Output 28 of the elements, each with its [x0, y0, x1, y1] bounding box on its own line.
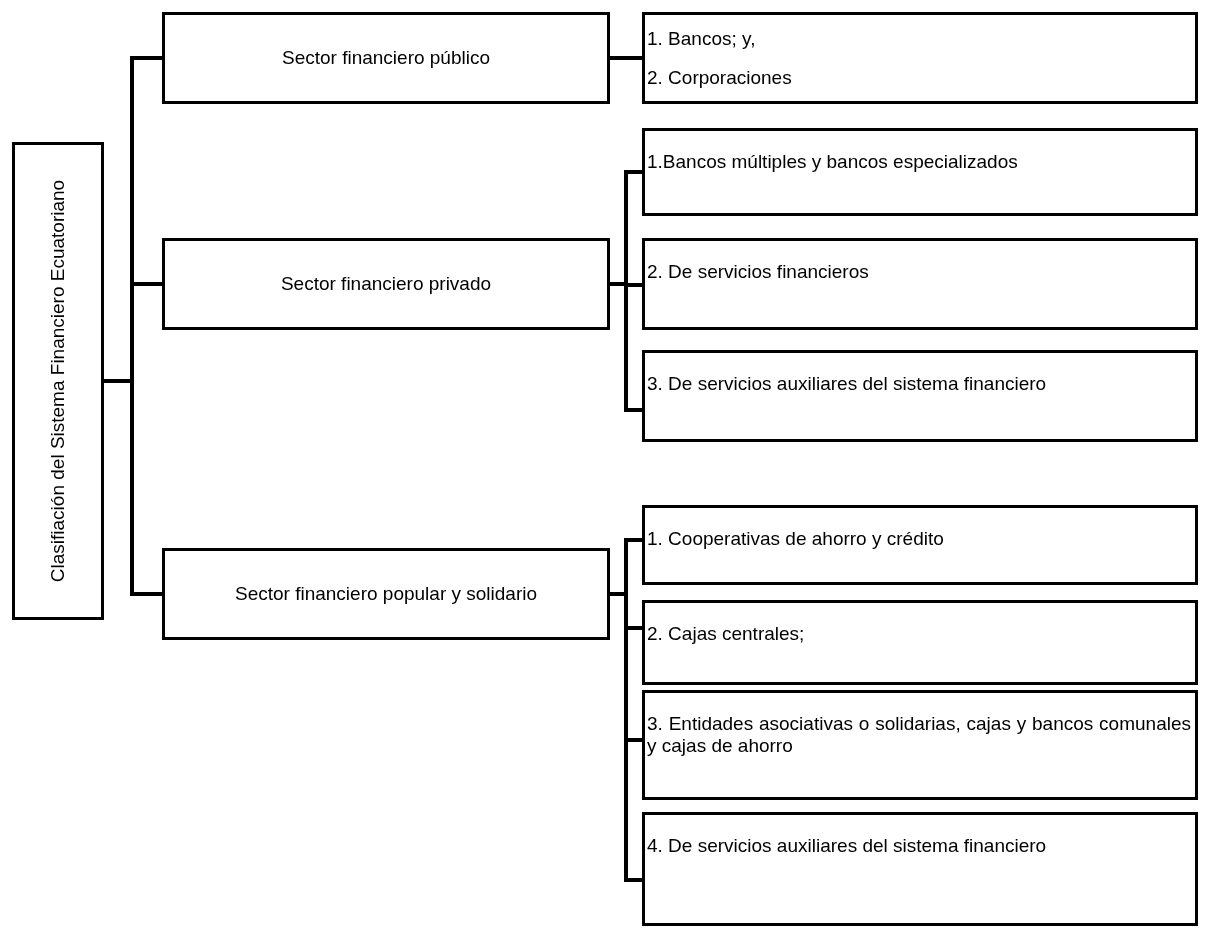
connector-line [610, 56, 642, 60]
box-label: Sector financiero privado [280, 273, 492, 295]
sector-box [162, 238, 610, 330]
category-box [12, 142, 104, 620]
item-box [642, 350, 1198, 442]
item-label: 2. Cajas centrales; [647, 623, 806, 645]
item-label: 4. De servicios auxiliares del sistema financiero [647, 835, 1048, 857]
item-label: 1. Bancos; y, [647, 27, 757, 50]
item-box [642, 12, 1198, 104]
item-box [642, 690, 1198, 800]
sector-box [162, 12, 610, 104]
item-box [642, 600, 1198, 685]
connector-line [610, 282, 642, 412]
item-box [642, 505, 1198, 585]
item-label: 2. De servicios financieros [647, 261, 870, 283]
connector-line [104, 379, 162, 596]
item-box [642, 128, 1198, 216]
item-box [642, 238, 1198, 330]
box-label: Clasifiación del Sistema Financiero Ecuatoriano [47, 179, 68, 583]
item-label: 1. Cooperativas de ahorro y crédito [647, 528, 945, 550]
item-label: 3. De servicios auxiliares del sistema financiero [647, 373, 1048, 395]
item-box [642, 812, 1198, 926]
box-label: Sector financiero popular y solidario [234, 583, 538, 605]
item-label: 1.Bancos múltiples y bancos especializados [647, 151, 1019, 173]
box-label: Sector financiero público [281, 47, 491, 69]
sector-box [162, 548, 610, 640]
item-label: 2. Corporaciones [647, 66, 793, 89]
item-label: 3. Entidades asociativas o solidarias, cajas y bancos comunales y cajas de ahorro [647, 713, 1191, 757]
